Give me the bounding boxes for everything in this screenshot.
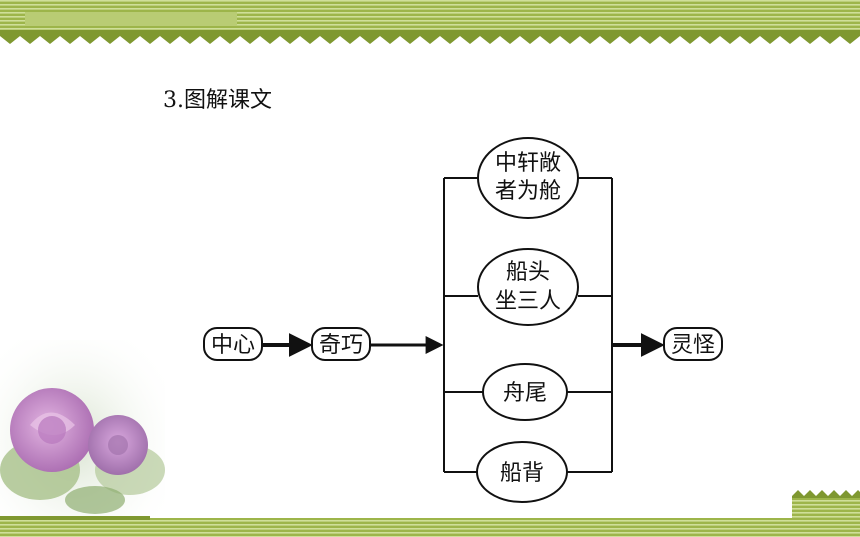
bottom-border — [0, 490, 860, 537]
node-qiqiao: 奇巧 — [311, 327, 371, 361]
branch-bow: 船头 坐三人 — [477, 248, 579, 326]
branch-cabin-line1: 中轩敞 — [495, 151, 561, 176]
branch-cabin-line2: 者为舱 — [495, 179, 561, 204]
node-result-label: 灵怪 — [671, 333, 715, 358]
diagram-connectors — [262, 177, 665, 473]
slide-title: 3.图解课文 — [163, 88, 272, 113]
node-center-label: 中心 — [211, 333, 255, 358]
branch-bow-line2: 坐三人 — [495, 289, 561, 314]
branch-cabin: 中轩敞 者为舱 — [477, 137, 579, 219]
branch-stern: 舟尾 — [482, 363, 568, 421]
rose-photo — [0, 340, 165, 525]
node-result: 灵怪 — [663, 327, 723, 361]
node-center: 中心 — [203, 327, 263, 361]
branch-back-label: 船背 — [500, 461, 544, 486]
branch-bow-line1: 船头 — [506, 260, 550, 285]
node-qiqiao-label: 奇巧 — [319, 333, 363, 358]
branch-back: 船背 — [476, 441, 568, 503]
branch-stern-label: 舟尾 — [503, 381, 547, 406]
top-border — [0, 0, 860, 44]
